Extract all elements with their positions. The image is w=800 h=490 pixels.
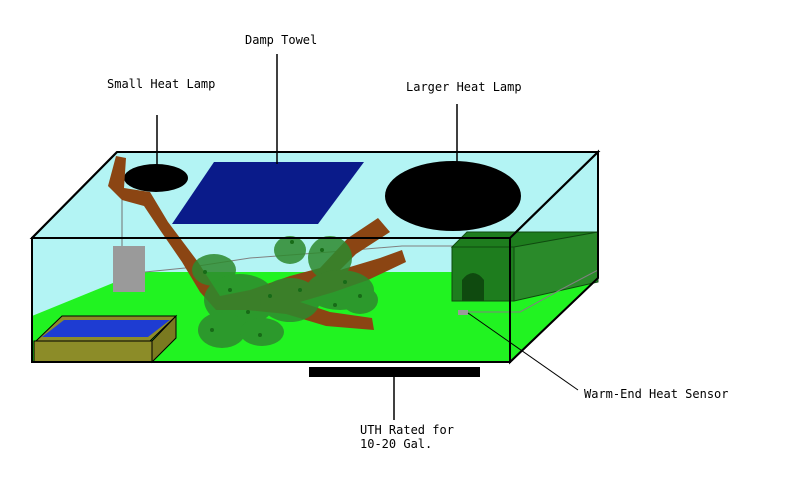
label-damp-towel: Damp Towel: [245, 33, 318, 47]
small-heat-lamp: [124, 164, 188, 192]
substrate-side: [510, 272, 598, 362]
hide-side: [513, 231, 599, 302]
label-uth-line2: 10-20 Gal.: [360, 437, 433, 451]
heat-sensor-probe: [458, 310, 468, 315]
label-larger-heat-lamp: Larger Heat Lamp: [406, 80, 522, 94]
thermostat-box: [113, 246, 145, 292]
larger-heat-lamp: [385, 161, 521, 231]
water: [42, 320, 170, 337]
label-uth-line1: UTH Rated for: [360, 423, 454, 437]
under-tank-heater: [309, 367, 480, 377]
foliage-dots: [203, 240, 362, 337]
hide-entrance: [462, 273, 484, 301]
label-small-heat-lamp: Small Heat Lamp: [107, 77, 216, 91]
water-dish-side: [151, 314, 177, 364]
tank-top-left-edge: [31, 151, 118, 239]
leader-warm-end-sensor: [467, 312, 579, 391]
tank-side-outline: [509, 149, 599, 365]
label-warm-end-sensor: Warm-End Heat Sensor: [584, 387, 729, 401]
water-dish-front: [33, 340, 153, 363]
foliage: [192, 236, 378, 348]
sensor-probe-wire: [468, 269, 599, 313]
damp-towel: [172, 162, 364, 224]
